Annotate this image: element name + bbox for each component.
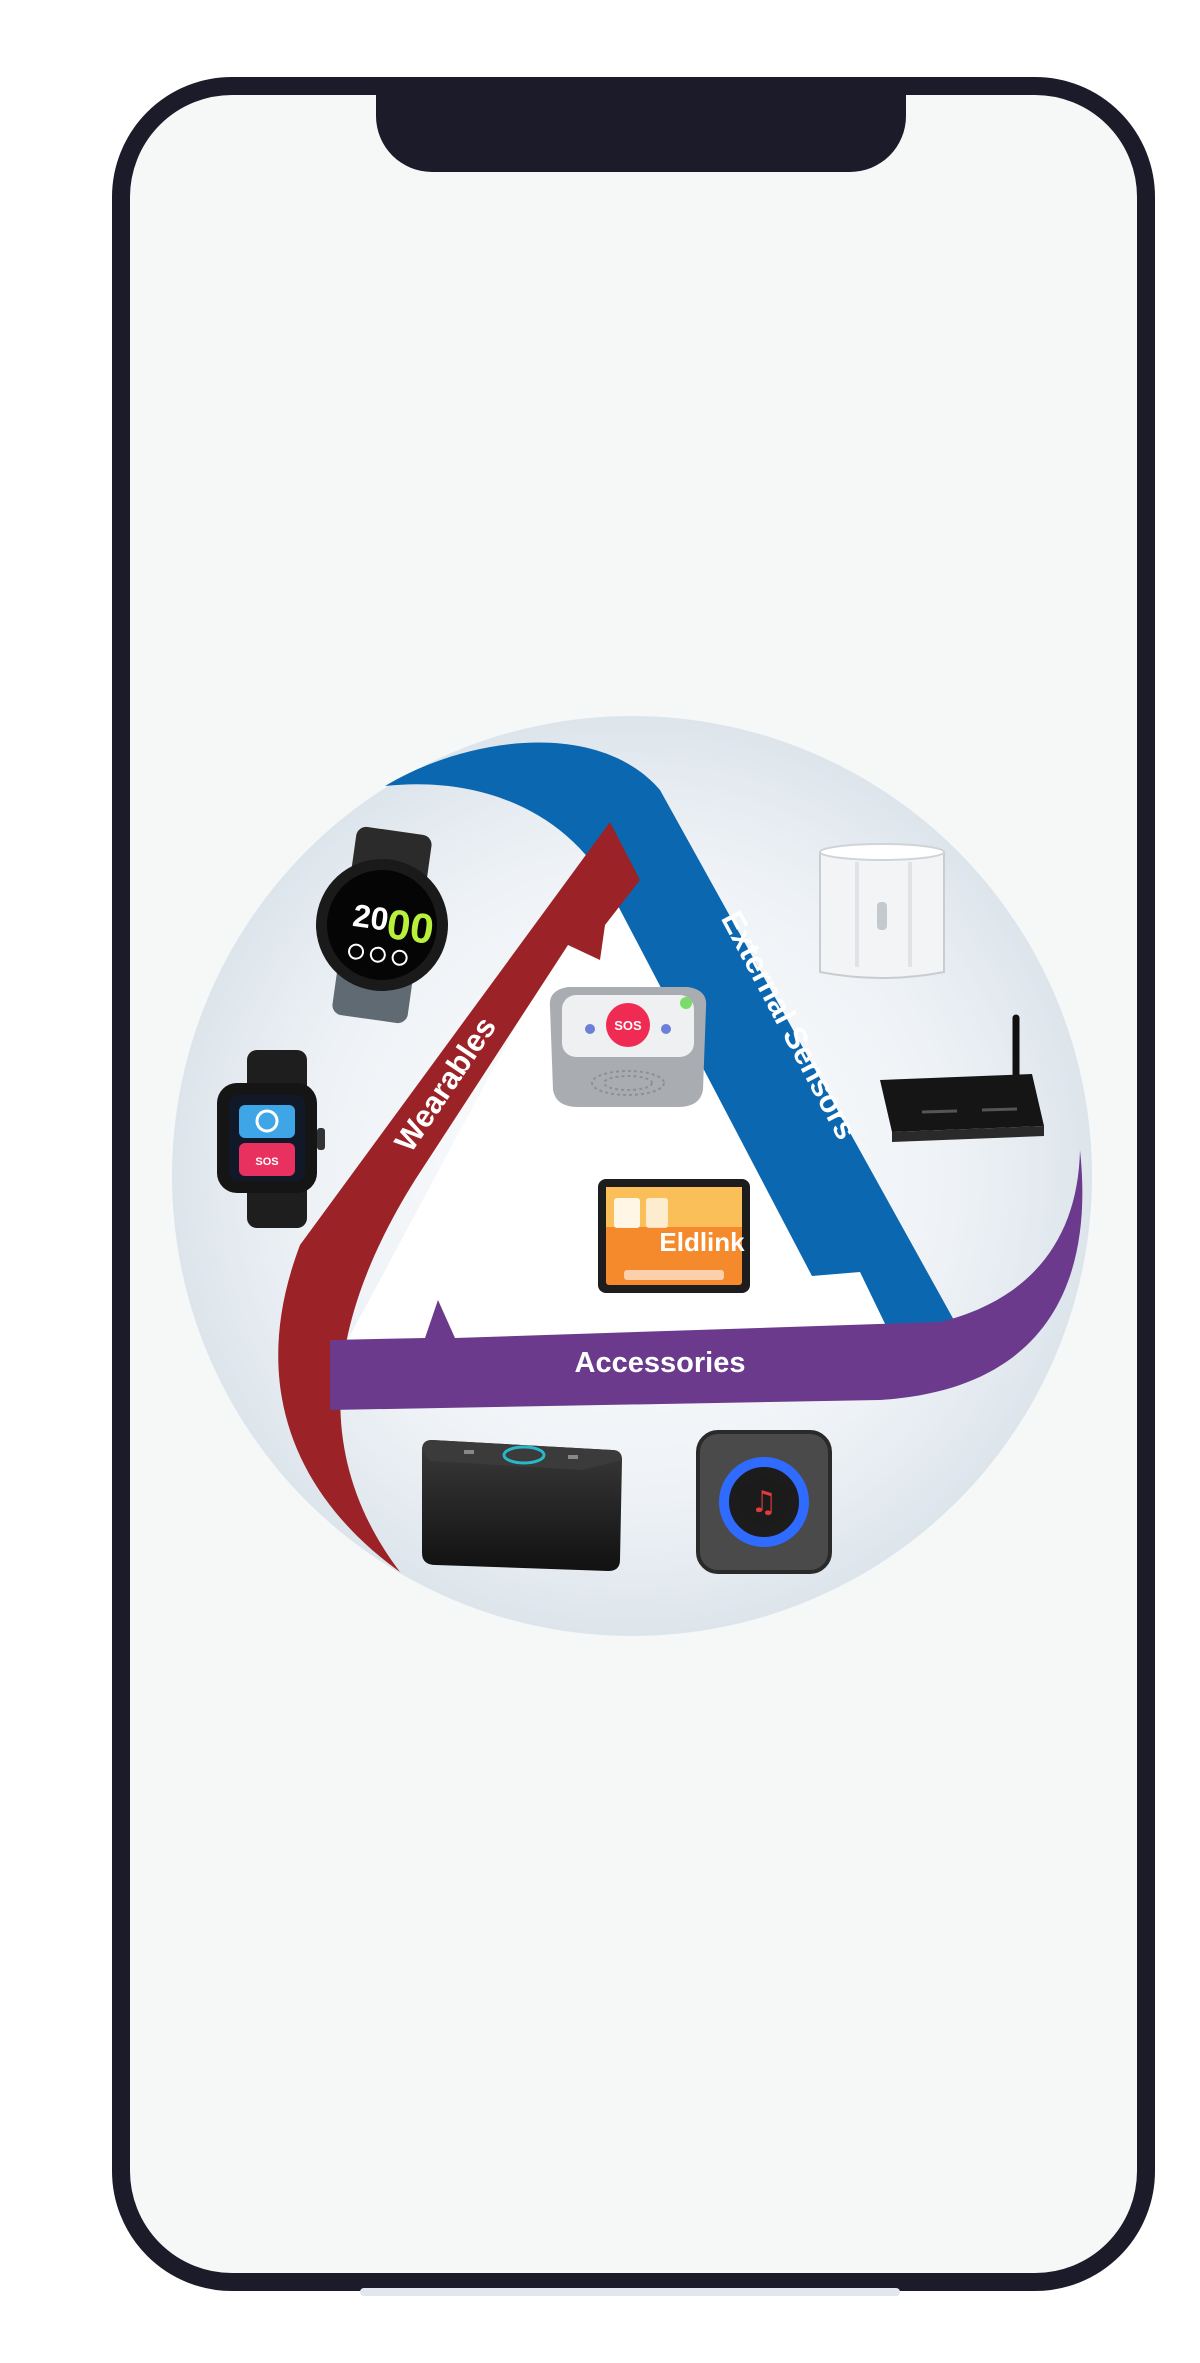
svg-text:♫: ♫ [751,1485,778,1520]
watch-minute: 00 [384,900,437,953]
accessories-band [330,1150,1083,1410]
tablet-brand-text: Eldlink [659,1227,745,1257]
sos-hub-label: SOS [614,1018,642,1033]
router-icon [880,1014,1044,1142]
accessories-label: Accessories [575,1347,746,1379]
kids-watch-icon: SOS [217,1050,325,1228]
home-indicator [360,2288,900,2296]
doorbell-receiver-icon: ♫ [696,1430,832,1574]
bluetooth-speaker-icon [422,1440,622,1571]
external-sensors-band [385,742,955,1330]
smartwatch-icon: 20 00 [316,826,448,1024]
watch-hour: 20 [351,897,391,938]
svg-text:SOS: SOS [255,1156,278,1168]
tablet-icon: Eldlink [598,1179,750,1293]
sos-hub-icon: SOS [549,987,707,1107]
inner-triangle [345,870,930,1345]
wearables-band [278,822,640,1572]
phone-notch [376,80,906,172]
motion-sensor-icon [819,843,945,979]
